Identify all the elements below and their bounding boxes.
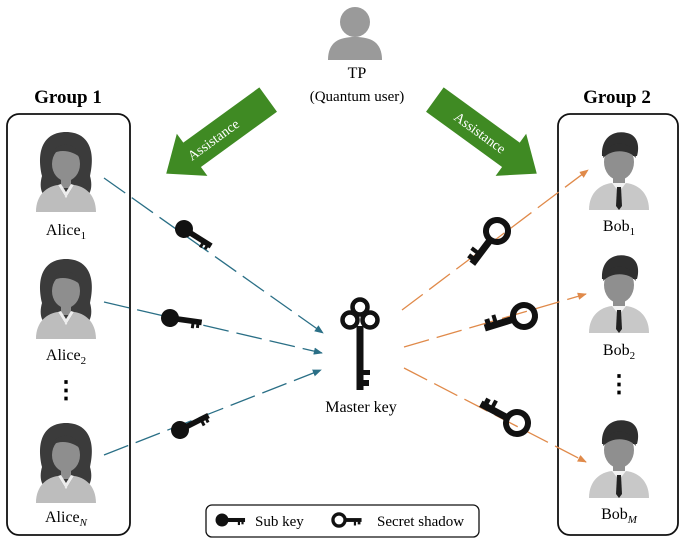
alice-1-avatar (36, 132, 96, 212)
alice-2-avatar (36, 259, 96, 339)
sub-key-icon-1 (171, 216, 216, 254)
legend-secret-shadow-label: Secret shadow (377, 514, 464, 530)
alice-n-label: AliceN (45, 509, 88, 529)
tp-person-icon (328, 7, 382, 60)
assistance-arrow-left: Assistance (166, 87, 277, 176)
tp-sublabel: (Quantum user) (310, 89, 405, 105)
alice-ellipsis: ⋮ (54, 378, 78, 404)
bob-1-avatar (589, 132, 649, 210)
master-key-label: Master key (325, 399, 397, 416)
sub-key-icon-2 (159, 307, 203, 332)
group-1-box (6, 113, 131, 536)
alice-1-arrow (103, 177, 324, 334)
group-2-box (557, 113, 679, 536)
alice-1-label: Alice1 (46, 222, 86, 242)
bob-1-label: Bob1 (603, 218, 635, 238)
secret-shadow-icon-2 (482, 302, 538, 338)
alice-2-arrow (103, 301, 323, 355)
bob-2-arrow (403, 292, 587, 348)
assistance-arrow-right: Assistance (426, 87, 537, 176)
secret-shadow-icon-1 (464, 216, 513, 271)
bob-2-label: Bob2 (603, 342, 635, 362)
group-1-title: Group 1 (34, 87, 102, 108)
bob-m-avatar (589, 420, 649, 498)
group-2-title: Group 2 (583, 87, 651, 108)
alice-2-label: Alice2 (46, 347, 86, 367)
sub-key-icon-3 (167, 407, 213, 443)
secret-shadow-icon-3 (476, 394, 532, 438)
alice-n-arrow (103, 369, 322, 456)
tp-label: TP (348, 65, 367, 82)
bob-2-avatar (589, 255, 649, 333)
master-key-icon (340, 297, 380, 390)
alice-n-avatar (36, 423, 96, 503)
bob-ellipsis: ⋮ (607, 372, 631, 398)
legend-box (205, 504, 480, 538)
bob-m-label: BobM (601, 506, 638, 526)
legend-sub-key-label: Sub key (255, 514, 304, 530)
